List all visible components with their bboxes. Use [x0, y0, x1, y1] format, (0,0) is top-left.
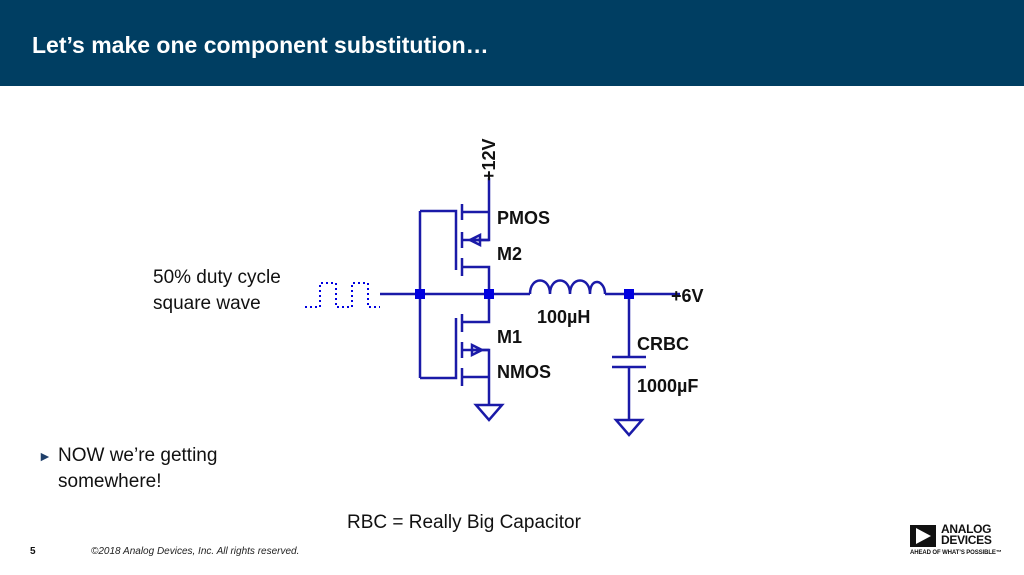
nmos-gate [420, 318, 458, 380]
ground-symbol-nmos [473, 403, 505, 422]
supply-label: +12V [479, 138, 499, 181]
pmos-label: PMOS [497, 208, 550, 228]
analog-devices-logo: ANALOG DEVICES AHEAD OF WHAT’S POSSIBLE™ [910, 522, 1010, 558]
inductor-label: 100µH [537, 307, 590, 327]
triangle-bullet-icon: ► [38, 448, 52, 464]
nmos-arrow [470, 342, 489, 358]
capacitor-name-label: CRBC [637, 334, 689, 354]
header-bar: Let’s make one component substitution… [0, 0, 1024, 86]
pmos-arrow [467, 232, 489, 248]
page-title: Let’s make one component substitution… [32, 32, 489, 58]
m1-label: M1 [497, 327, 522, 347]
output-label: +6V [671, 286, 704, 306]
nmos-label: NMOS [497, 362, 551, 382]
circuit-schematic: +12V PMOS M2 M1 NMOS 100µH +6V CRBC 1000… [305, 138, 704, 437]
capacitor-value-label: 1000µF [637, 376, 698, 396]
switch-node [484, 289, 494, 299]
page-number: 5 [30, 546, 36, 557]
logo-wordmark: ANALOG DEVICES [941, 522, 992, 547]
pmos-gate [420, 209, 458, 270]
copyright-notice: ©2018 Analog Devices, Inc. All rights re… [91, 546, 300, 557]
logo-tagline: AHEAD OF WHAT’S POSSIBLE™ [910, 550, 1002, 556]
m2-label: M2 [497, 244, 522, 264]
square-wave-signal [305, 282, 380, 308]
gate-node [415, 289, 425, 299]
logo-triangle-icon [910, 525, 936, 547]
ground-symbol-cap [613, 418, 645, 437]
inductor-symbol [528, 279, 607, 295]
caption-text: RBC = Really Big Capacitor [347, 512, 581, 533]
output-node [624, 289, 634, 299]
bullet-text: NOW we’re getting somewhere! [58, 445, 218, 492]
square-wave-label: 50% duty cycle square wave [153, 267, 281, 314]
bullet-point: ► NOW we’re getting somewhere! [38, 443, 258, 495]
